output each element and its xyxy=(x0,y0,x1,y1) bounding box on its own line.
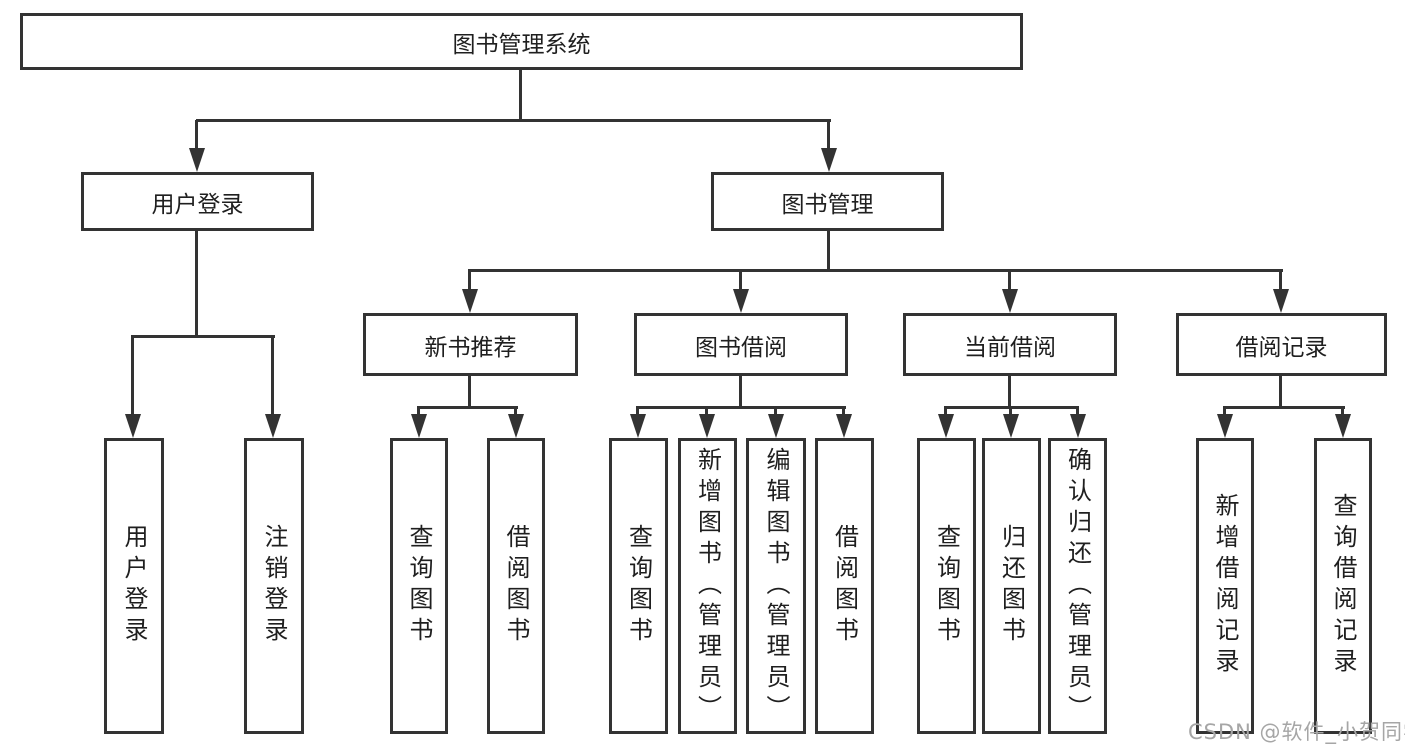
node-leaf-borrow-books-borrowing: 借阅图书 xyxy=(815,438,874,734)
connector-line xyxy=(1076,407,1079,417)
node-label: 新增图书（管理员） xyxy=(693,446,722,726)
connector-line xyxy=(774,407,777,417)
arrow-down-icon xyxy=(1070,414,1086,438)
node-label: 当前借阅 xyxy=(964,334,1056,361)
connector-line xyxy=(131,336,134,416)
connector-line xyxy=(739,270,742,292)
node-book-management: 图书管理 xyxy=(711,172,944,231)
arrow-down-icon xyxy=(836,414,852,438)
connector-line xyxy=(1009,407,1012,417)
node-leaf-query-books-borrowing: 查询图书 xyxy=(609,438,668,734)
node-library-management-system: 图书管理系统 xyxy=(20,13,1023,70)
arrow-down-icon xyxy=(768,414,784,438)
arrow-down-icon xyxy=(733,289,749,313)
connector-line xyxy=(842,407,845,417)
node-label: 查询图书 xyxy=(405,524,433,648)
arrow-down-icon xyxy=(411,414,427,438)
connector-line xyxy=(468,269,1283,272)
node-label: 借阅记录 xyxy=(1235,334,1328,361)
node-label: 新书推荐 xyxy=(424,334,517,361)
arrow-down-icon xyxy=(938,414,954,438)
node-leaf-borrow-books-recommend: 借阅图书 xyxy=(487,438,545,734)
arrow-down-icon xyxy=(821,148,837,172)
arrow-down-icon xyxy=(462,289,478,313)
arrow-down-icon xyxy=(125,414,141,438)
connector-line xyxy=(636,407,639,417)
node-label: 图书借阅 xyxy=(695,334,787,361)
node-label: 归还图书 xyxy=(997,524,1026,648)
node-leaf-edit-books-admin: 编辑图书（管理员） xyxy=(746,438,806,734)
connector-line xyxy=(705,407,708,417)
node-label: 查询图书 xyxy=(624,524,653,648)
connector-line xyxy=(636,406,846,409)
node-label: 确认归还（管理员） xyxy=(1063,446,1092,726)
connector-line xyxy=(271,336,274,416)
arrow-down-icon xyxy=(508,414,524,438)
connector-line xyxy=(519,70,522,122)
connector-line xyxy=(1223,406,1345,409)
node-new-book-recommend: 新书推荐 xyxy=(363,313,578,376)
connector-line xyxy=(417,406,518,409)
connector-line xyxy=(1341,407,1344,417)
node-leaf-query-borrow-record: 查询借阅记录 xyxy=(1314,438,1372,734)
node-label: 注销登录 xyxy=(260,524,288,648)
node-leaf-return-books: 归还图书 xyxy=(982,438,1041,734)
connector-line xyxy=(514,407,517,417)
node-leaf-add-borrow-record: 新增借阅记录 xyxy=(1196,438,1254,734)
arrow-down-icon xyxy=(699,414,715,438)
node-label: 用户登录 xyxy=(120,524,148,648)
node-label: 图书管理系统 xyxy=(452,31,591,58)
connector-line xyxy=(1008,270,1011,292)
node-leaf-add-books-admin: 新增图书（管理员） xyxy=(678,438,737,734)
connector-line xyxy=(827,231,830,272)
node-borrowing-records: 借阅记录 xyxy=(1176,313,1387,376)
node-leaf-query-books-current: 查询图书 xyxy=(917,438,976,734)
connector-line xyxy=(739,376,742,409)
connector-line xyxy=(417,407,420,417)
connector-line xyxy=(944,407,947,417)
connector-line xyxy=(195,231,198,338)
node-leaf-confirm-return-admin: 确认归还（管理员） xyxy=(1048,438,1107,734)
node-user-login: 用户登录 xyxy=(81,172,314,231)
arrow-down-icon xyxy=(1002,289,1018,313)
node-label: 查询图书 xyxy=(932,524,961,648)
node-label: 用户登录 xyxy=(151,191,244,218)
connector-line xyxy=(468,270,471,292)
node-leaf-user-login: 用户登录 xyxy=(104,438,164,734)
connector-line xyxy=(827,120,830,152)
connector-line xyxy=(196,119,831,122)
connector-line xyxy=(1008,376,1011,409)
arrow-down-icon xyxy=(1335,414,1351,438)
node-label: 图书管理 xyxy=(781,191,874,218)
connector-line xyxy=(131,335,275,338)
node-leaf-logout: 注销登录 xyxy=(244,438,304,734)
node-label: 借阅图书 xyxy=(830,524,859,648)
node-current-borrowing: 当前借阅 xyxy=(903,313,1117,376)
arrow-down-icon xyxy=(189,148,205,172)
connector-line xyxy=(1279,376,1282,409)
connector-line xyxy=(468,376,471,409)
arrow-down-icon xyxy=(265,414,281,438)
node-label: 编辑图书（管理员） xyxy=(762,446,790,726)
arrow-down-icon xyxy=(1217,414,1233,438)
connector-line xyxy=(1223,407,1226,417)
node-label: 新增借阅记录 xyxy=(1211,493,1239,679)
arrow-down-icon xyxy=(630,414,646,438)
node-label: 查询借阅记录 xyxy=(1329,493,1357,679)
node-book-borrowing: 图书借阅 xyxy=(634,313,848,376)
connector-line xyxy=(1279,270,1282,292)
csdn-watermark: CSDN @软件_小贺同学 xyxy=(1188,720,1405,744)
arrow-down-icon xyxy=(1273,289,1289,313)
node-label: 借阅图书 xyxy=(502,524,530,648)
arrow-down-icon xyxy=(1003,414,1019,438)
connector-line xyxy=(195,120,198,152)
node-leaf-query-books-recommend: 查询图书 xyxy=(390,438,448,734)
